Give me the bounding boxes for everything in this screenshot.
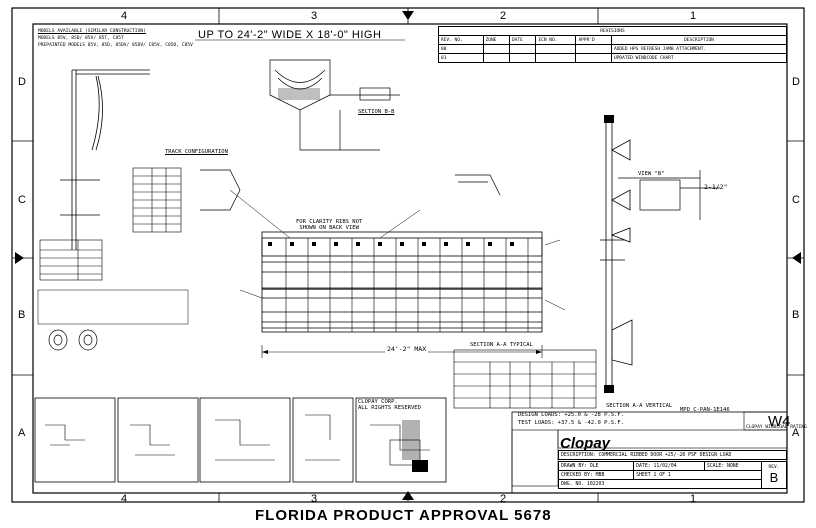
section-bb-label: SECTION B-B [358, 109, 395, 115]
rev-col-ecn: ECN NO. [535, 35, 577, 45]
zone-bottom-1: 1 [690, 493, 697, 505]
scale-label: SCALE: [706, 463, 725, 469]
company-logo: Clopay [560, 435, 611, 452]
rev-col-date: DATE [508, 35, 537, 45]
zone-top-2: 2 [500, 10, 507, 22]
date-value: 11/02/04 [653, 463, 677, 469]
models-header: MODELS AVAILABLE (SIMILAR CONSTRUCTION) [38, 29, 146, 34]
zone-left-b: B [18, 309, 26, 321]
description-label: DESCRIPTION: [561, 452, 596, 458]
rev-col-zone: ZONE [482, 35, 511, 45]
scale-value: NONE [727, 463, 739, 469]
rev-cell [508, 53, 537, 63]
design-loads: DESIGN LOADS: +25.0 & -28 P.S.F. [518, 412, 624, 418]
dwg-no-label: DWG. NO. [561, 481, 585, 487]
dim-2-half: 2-1/2" [704, 183, 728, 191]
test-loads: TEST LOADS: +37.5 & -42.0 P.S.F. [518, 420, 624, 426]
rev-col-apprd: APPR'D [575, 35, 612, 45]
rev-cell: 01 [438, 53, 484, 63]
rev-cell: UPDATED WINDCODE CHART [611, 53, 787, 63]
title-block-table: DESCRIPTION: COMMERCIAL RIBBED DOOR +25/… [558, 450, 787, 460]
revision-row: 00 ADDED HPS REFRESH JAMB ATTACHMENT. [438, 44, 787, 54]
zone-bottom-3: 3 [311, 493, 318, 505]
rev-cell: 00 [438, 44, 484, 54]
rev-cell [482, 53, 511, 63]
rev-cell [508, 44, 537, 54]
zone-right-b: B [792, 309, 800, 321]
drawn-by-value: DLE [589, 463, 599, 469]
width-dimension: 24'-2" MAX [385, 345, 429, 353]
rev-col-description: DESCRIPTION [611, 35, 787, 45]
checked-value: MBB [595, 472, 605, 478]
zone-top-4: 4 [121, 10, 128, 22]
zone-top-1: 1 [690, 10, 697, 22]
zone-bottom-2: 2 [500, 493, 507, 505]
section-aa-vertical-label: SECTION A-A VERTICAL [606, 403, 673, 409]
florida-product-approval: FLORIDA PRODUCT APPROVAL 5678 [255, 507, 552, 524]
rev-cell [535, 53, 577, 63]
zone-left-a: A [18, 427, 26, 439]
description-value: COMMERCIAL RIBBED DOOR +25/-28 PSF DESIG… [598, 452, 732, 458]
rev-col-revno: REV. NO. [438, 35, 484, 45]
models-line-1: MODELS 85V, 85D/ 85V/ 85T, C85T [38, 36, 124, 41]
zone-left-d: D [18, 76, 26, 88]
rev-cell: ADDED HPS REFRESH JAMB ATTACHMENT. [611, 44, 787, 54]
drawn-by-label: DRAWN BY: [561, 463, 587, 469]
dwg-no-value: 102203 [587, 481, 605, 487]
title-block-grid: DRAWN BY: DLE DATE: 11/02/04 SCALE: NONE… [557, 461, 788, 489]
rev-cell [575, 44, 612, 54]
rev-cell [535, 44, 577, 54]
checked-label: CHECKED BY: [561, 472, 593, 478]
models-line-2: PREPAINTED MODELS 85V, 85D, 85DV/ 85DV/ … [38, 43, 193, 48]
date-label: DATE: [636, 463, 651, 469]
copyright-note: CLOPAY CORP. ALL RIGHTS RESERVED [358, 399, 421, 411]
zone-left-c: C [18, 194, 26, 206]
section-aa-typical-label: SECTION A-A TYPICAL [470, 342, 533, 348]
zone-bottom-4: 4 [121, 493, 128, 505]
rev-label: REV. [768, 465, 780, 470]
zone-top-3: 3 [311, 10, 318, 22]
rev-cell [482, 44, 511, 54]
zone-right-d: D [792, 76, 800, 88]
revisions-header: REVISIONS [438, 26, 787, 36]
windload-rating: W4 [768, 413, 791, 430]
zone-right-a: A [792, 427, 800, 439]
clarity-note: FOR CLARITY RIBS NOT SHOWN ON BACK VIEW [296, 219, 363, 231]
zone-right-c: C [792, 194, 800, 206]
rev-cell [575, 53, 612, 63]
track-config-label: TRACK CONFIGURATION [165, 149, 228, 155]
revisions-table: REVISIONS REV. NO. ZONE DATE ECN NO. APP… [438, 26, 787, 63]
sheet-number: SHEET 1 OF 1 [633, 470, 762, 480]
drawing-title: UP TO 24'-2" WIDE X 18'-0" HIGH [198, 29, 382, 41]
view-b-label: VIEW "B" [638, 171, 665, 177]
revision-row: 01 UPDATED WINDCODE CHART [438, 53, 787, 63]
windload-rating-label: CLOPAY WINDLOAD RATING [746, 425, 807, 430]
fpc-number: MPD C-PAN-1E146 [680, 407, 730, 413]
rev-value: B [769, 470, 779, 485]
